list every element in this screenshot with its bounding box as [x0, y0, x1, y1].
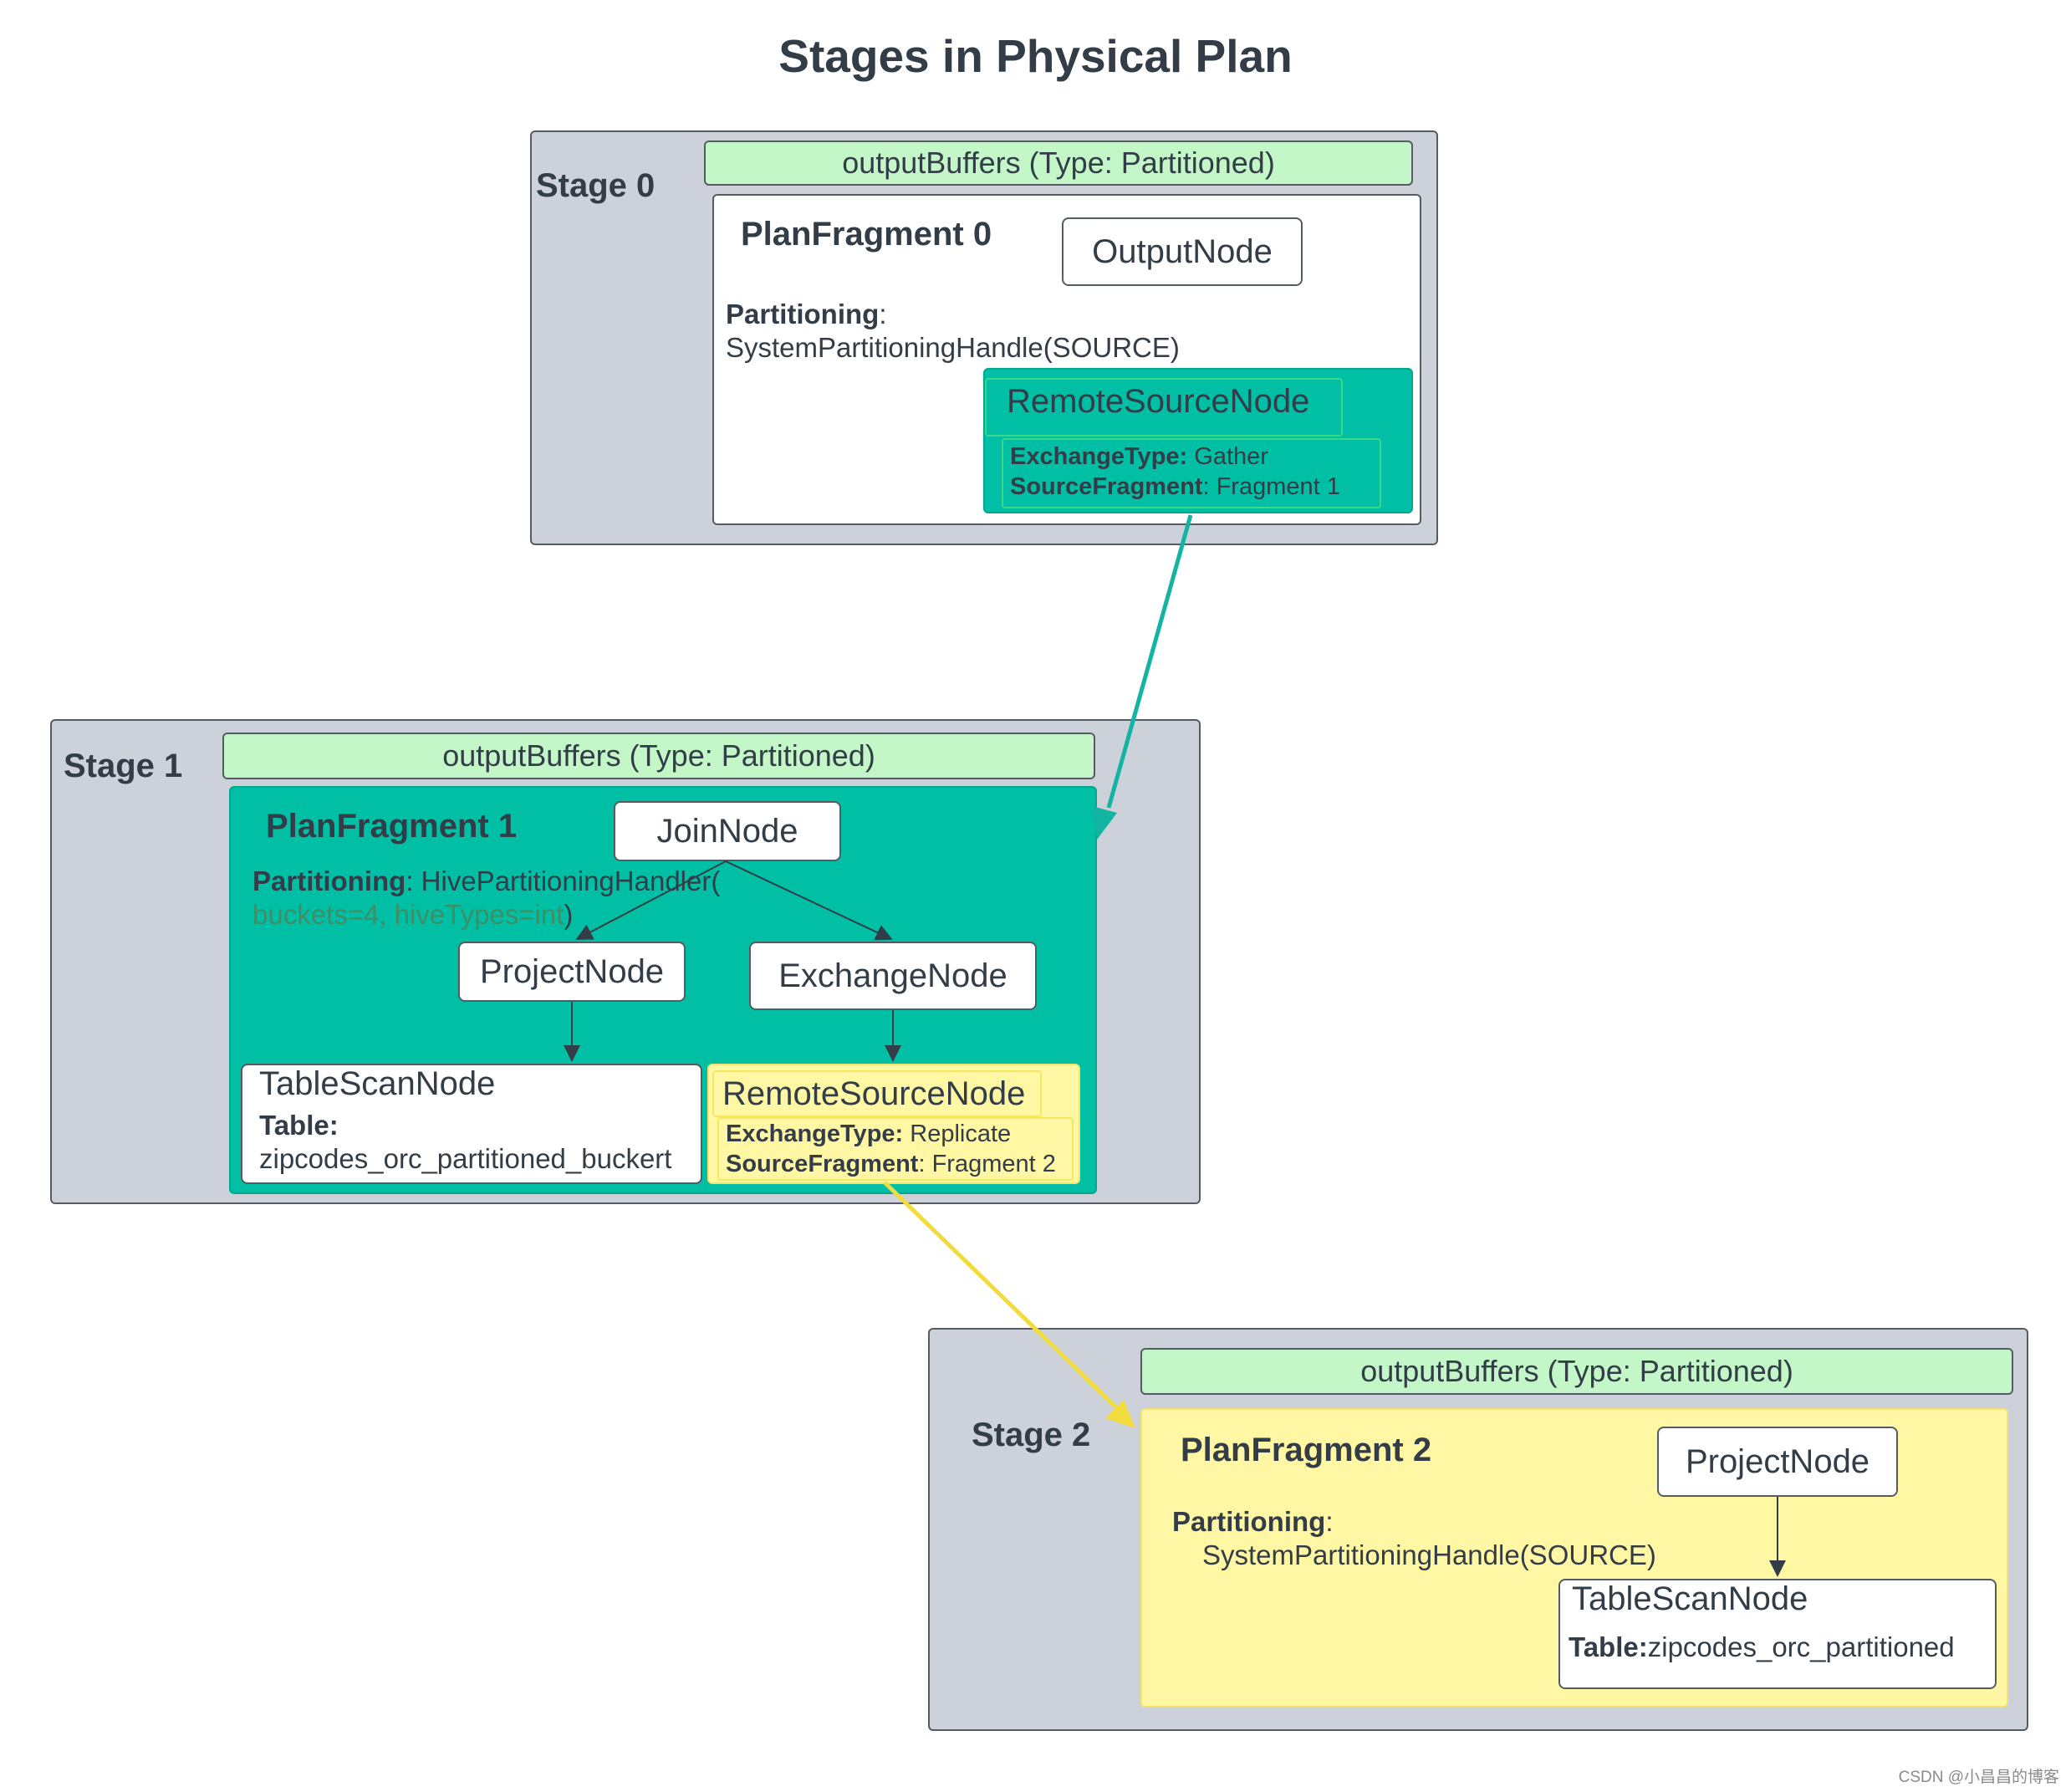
table-scan-node-2-title: TableScanNode [1572, 1580, 1808, 1617]
exchange-type-value: Replicate [903, 1121, 1012, 1147]
table-scan-node-1 [241, 1064, 702, 1184]
partitioning-value: SystemPartitioningHandle(SOURCE) [726, 332, 1180, 363]
source-fragment-value: : Fragment 1 [1202, 473, 1340, 500]
output-node: OutputNode [1062, 217, 1303, 286]
project-node-2: ProjectNode [1657, 1427, 1898, 1497]
table-label: Table: [259, 1110, 339, 1141]
partitioning-colon: : [879, 299, 887, 329]
table-label: Table: [1569, 1631, 1648, 1662]
partitioning-label: Partitioning [252, 865, 406, 896]
partitioning-close: ) [564, 899, 574, 930]
exchange-type-value: Gather [1187, 443, 1268, 470]
remote-source-node-1-props: ExchangeType: Replicate SourceFragment: … [726, 1119, 1056, 1179]
plan-fragment-0-title: PlanFragment 0 [741, 216, 992, 253]
arrow-fragment1-to-stage0 [1106, 514, 1193, 809]
table-value: zipcodes_orc_partitioned [1647, 1631, 1955, 1662]
join-node: JoinNode [614, 801, 841, 861]
arrow-fragment2-to-stage1-head [1105, 1400, 1135, 1428]
plan-fragment-1-title: PlanFragment 1 [266, 808, 518, 845]
table-scan-node-1-table: Table: zipcodes_orc_partitioned_buckert [259, 1109, 671, 1176]
remote-source-node-0-props: ExchangeType: Gather SourceFragment: Fra… [1010, 442, 1340, 502]
arrow-fragment2-to-stage1 [883, 1181, 1120, 1412]
watermark: CSDN @小昌昌的博客 [1898, 1769, 2059, 1786]
stage-1-output-buffers: outputBuffers (Type: Partitioned) [222, 733, 1095, 779]
table-scan-node-2 [1558, 1579, 1997, 1689]
remote-source-node-1-details [717, 1117, 1074, 1181]
stage-2-output-buffers: outputBuffers (Type: Partitioned) [1140, 1348, 2013, 1395]
stage-1-label: Stage 1 [64, 748, 183, 784]
source-fragment-label: SourceFragment [1010, 473, 1203, 500]
stage-0-label: Stage 0 [536, 167, 655, 204]
partitioning-label: Partitioning [1172, 1506, 1326, 1537]
partitioning-label: Partitioning [726, 299, 880, 329]
diagram-title: Stages in Physical Plan [778, 30, 1293, 82]
arrow-fragment1-to-stage0-head [1092, 806, 1117, 840]
stage-2-label: Stage 2 [972, 1417, 1091, 1453]
remote-source-node-0-details [1002, 438, 1381, 508]
remote-source-node-1-title: RemoteSourceNode [722, 1075, 1026, 1112]
plan-fragment-2-partitioning: Partitioning: SystemPartitioningHandle(S… [1172, 1505, 1656, 1572]
source-fragment-label: SourceFragment [726, 1151, 919, 1177]
project-node-1: ProjectNode [458, 942, 686, 1002]
table-scan-node-2-table: Table:zipcodes_orc_partitioned [1569, 1631, 1955, 1664]
remote-source-node-1-header [712, 1070, 1042, 1117]
table-scan-node-1-title: TableScanNode [259, 1065, 496, 1102]
partitioning-colon: : [1325, 1506, 1334, 1537]
exchange-type-label: ExchangeType: [726, 1121, 904, 1147]
remote-source-node-0-header [985, 378, 1343, 437]
remote-source-node-0-title: RemoteSourceNode [1007, 383, 1310, 420]
arrow-join-to-exchange [725, 860, 893, 941]
arrow-join-to-project [575, 860, 727, 940]
partitioning-args: buckets=4, hiveTypes=int [252, 899, 564, 930]
plan-fragment-0-partitioning: Partitioning: SystemPartitioningHandle(S… [726, 298, 1180, 365]
table-value: zipcodes_orc_partitioned_buckert [259, 1143, 672, 1174]
exchange-node: ExchangeNode [749, 942, 1037, 1010]
stage-0-output-buffers: outputBuffers (Type: Partitioned) [704, 140, 1413, 186]
partitioning-value: SystemPartitioningHandle(SOURCE) [1202, 1539, 1656, 1570]
plan-fragment-1-partitioning: Partitioning: HivePartitioningHandler( b… [252, 865, 720, 932]
plan-fragment-2-title: PlanFragment 2 [1181, 1432, 1432, 1468]
source-fragment-value: : Fragment 2 [918, 1151, 1056, 1177]
exchange-type-label: ExchangeType: [1010, 443, 1188, 470]
